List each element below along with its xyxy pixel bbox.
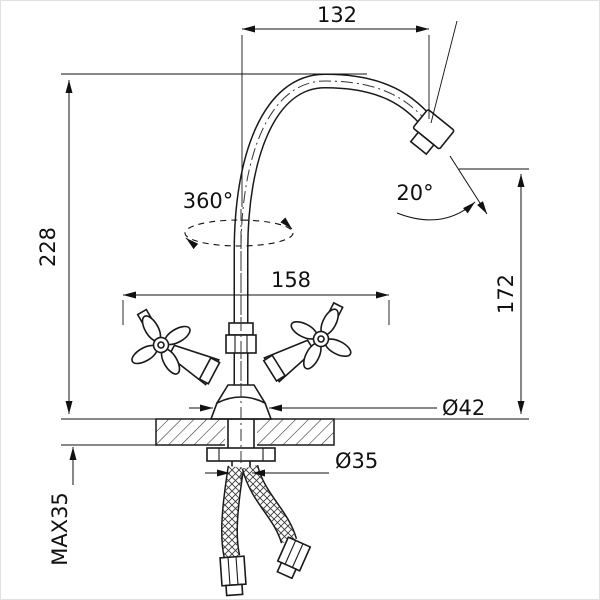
aerator-tip xyxy=(409,131,435,156)
dim-label-base-diameter: Ø42 xyxy=(442,396,485,420)
aerator xyxy=(409,109,455,156)
supply-hose-right xyxy=(241,464,298,544)
dim-label-max-thickness: MAX35 xyxy=(48,492,72,566)
dim-spout-reach: 132 xyxy=(241,3,458,207)
dim-hole-diameter: Ø35 xyxy=(205,449,378,477)
supply-hose-left xyxy=(221,465,245,559)
hose-nut-left xyxy=(219,555,247,597)
dim-spout-height: 172 xyxy=(334,168,529,420)
dim-max-thickness: MAX35 xyxy=(48,444,156,566)
swivel-ellipse xyxy=(184,219,294,247)
handle-cone-left xyxy=(167,344,221,386)
hose-nut-right xyxy=(276,536,312,580)
spout-centerline xyxy=(240,80,434,401)
dim-label-spout-height: 172 xyxy=(494,274,518,314)
dim-label-hole-diameter: Ø35 xyxy=(335,449,378,473)
handle-right xyxy=(290,301,352,370)
tilt-label: 20° xyxy=(396,181,433,205)
dim-label-body-width: 158 xyxy=(271,268,311,292)
dim-base-diameter: Ø42 xyxy=(189,396,485,420)
spout-tube xyxy=(233,73,439,401)
dim-overall-height: 228 xyxy=(36,73,367,420)
swivel-label: 360° xyxy=(183,189,234,213)
handle-left xyxy=(131,308,191,375)
dim-body-width: 158 xyxy=(122,268,390,325)
swivel-annotation: 360° xyxy=(183,189,294,250)
dim-label-overall-height: 228 xyxy=(36,227,60,267)
tilt-annotation: 20° xyxy=(396,155,488,221)
dim-label-spout-reach: 132 xyxy=(317,3,357,27)
countertop-section xyxy=(155,418,335,448)
handle-cone-right xyxy=(262,339,316,383)
